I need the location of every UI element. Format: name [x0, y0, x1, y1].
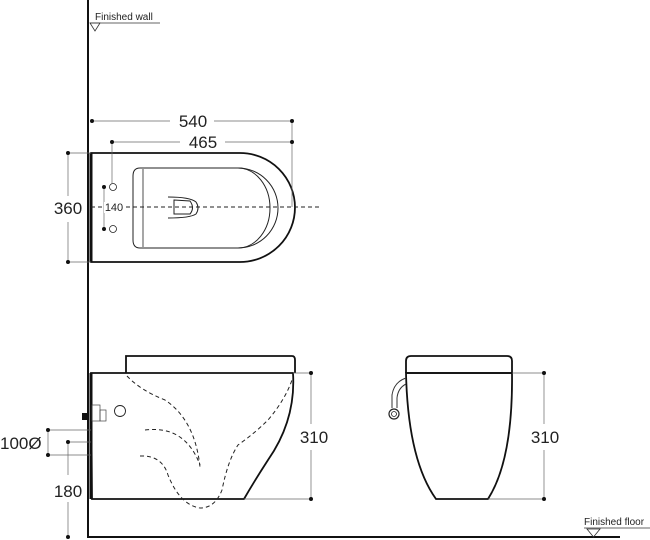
valve-fitting-icon: [82, 404, 107, 422]
dimension-310-front: 310: [531, 428, 559, 447]
level-triangle-icon: [586, 528, 601, 538]
level-triangle-icon: [89, 22, 101, 32]
dimension-140: 140: [105, 202, 123, 214]
drain-icon: [167, 196, 199, 219]
finished-floor-label: Finished floor: [584, 517, 645, 528]
finished-wall-label: Finished wall: [95, 12, 153, 23]
dimension-100-diameter: 100Ø: [0, 434, 42, 453]
dimension-310-side: 310: [300, 428, 328, 447]
side-view: 310 100Ø 180: [0, 355, 328, 539]
top-view: 540 465 360 140: [54, 112, 320, 264]
finished-wall-marker: Finished wall: [89, 12, 160, 32]
seat-lid: [405, 355, 513, 373]
water-inlet-icon: [114, 405, 126, 417]
dimension-180: 180: [54, 482, 82, 501]
hose-icon: [388, 377, 407, 420]
front-view: 310: [388, 355, 559, 501]
dimension-465: 465: [189, 133, 217, 152]
dimension-360: 360: [54, 199, 82, 218]
seat-lid: [125, 355, 296, 373]
finished-floor-marker: Finished floor: [584, 517, 650, 538]
dimension-540: 540: [179, 112, 207, 131]
fixing-hole-icon: [109, 225, 117, 233]
fixing-hole-icon: [109, 183, 117, 191]
